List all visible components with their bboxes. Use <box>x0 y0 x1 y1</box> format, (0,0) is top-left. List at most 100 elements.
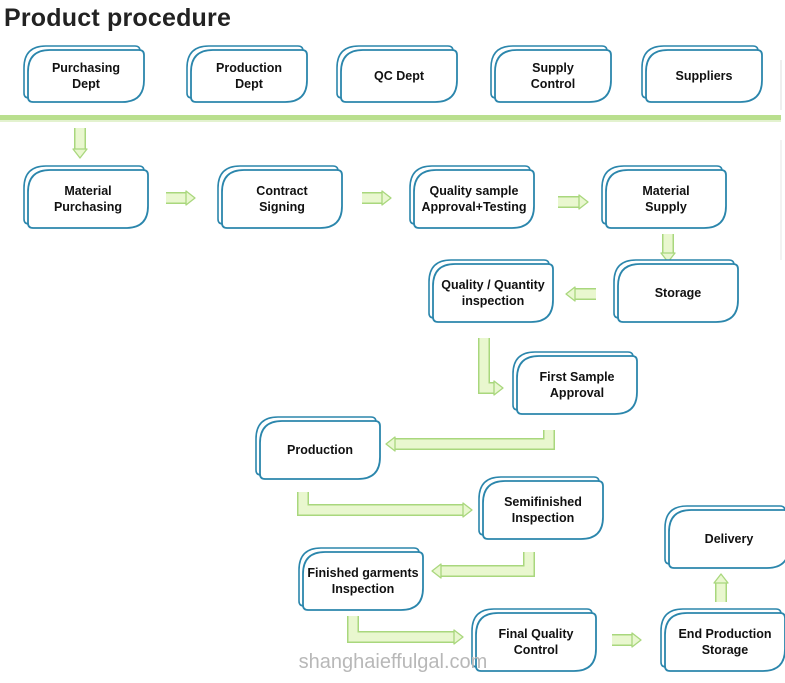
box-outline <box>27 49 145 103</box>
box-label-line: Inspection <box>512 511 575 525</box>
arrows-layer <box>72 128 729 648</box>
arrow-head <box>385 436 396 452</box>
box-label-line: Storage <box>702 643 749 657</box>
arrow-end-storage-to-delivery <box>713 573 729 602</box>
box-outline <box>482 480 604 540</box>
arrow-shaft-fill <box>441 552 534 576</box>
arrow-first-sample-to-production <box>385 430 555 452</box>
arrow-shaft-fill <box>298 492 463 515</box>
box-label-line: Storage <box>655 286 702 300</box>
step-box-s5: Storage <box>613 259 739 323</box>
box-label-line: Material <box>642 184 689 198</box>
box-label-line: Control <box>531 77 575 91</box>
box-outline <box>668 509 785 569</box>
box-outline <box>664 612 785 672</box>
arrow-head <box>713 573 729 584</box>
box-label-line: End Production <box>678 627 771 641</box>
box-outline <box>645 49 763 103</box>
box-outline <box>221 169 343 229</box>
arrow-finished-to-final-qc <box>347 616 464 645</box>
box-outline <box>27 169 149 229</box>
box-outline <box>432 263 554 323</box>
arrow-head <box>578 194 589 210</box>
arrow-head <box>453 629 464 645</box>
box-label-line: Contract <box>256 184 308 198</box>
department-divider <box>0 115 781 120</box>
arrow-head <box>185 190 196 206</box>
box-label-line: Dept <box>235 77 264 91</box>
step-box-s13: Delivery <box>664 505 785 569</box>
box-outline <box>340 49 458 103</box>
box-outline <box>475 612 597 672</box>
box-label-line: Finished garments <box>307 566 418 580</box>
box-label-line: Final Quality <box>498 627 573 641</box>
box-label-line: Delivery <box>705 532 754 546</box>
box-outline <box>413 169 535 229</box>
box-label-line: Purchasing <box>52 61 120 75</box>
box-label-line: Suppliers <box>676 69 733 83</box>
box-label-line: Purchasing <box>54 200 122 214</box>
arrow-contract-to-quality-sample <box>362 190 392 206</box>
arrow-head <box>381 190 392 206</box>
page-title: Product procedure <box>4 4 232 32</box>
box-label-line: Production <box>287 443 353 457</box>
box-label-line: Approval+Testing <box>422 200 527 214</box>
box-label-line: Supply <box>645 200 687 214</box>
arrow-shaft-fill <box>479 338 494 393</box>
arrow-head <box>462 502 473 518</box>
box-outline <box>190 49 308 103</box>
department-box-d3: QC Dept <box>336 45 458 103</box>
arrow-shaft-fill <box>395 430 554 449</box>
box-label-line: Dept <box>72 77 101 91</box>
box-label-line: First Sample <box>539 370 614 384</box>
box-label-line: Inspection <box>332 582 395 596</box>
arrow-storage-to-inspection <box>565 286 596 302</box>
box-label-line: Production <box>216 61 282 75</box>
arrow-inspection-to-first-sample <box>478 338 504 396</box>
department-divider-shade <box>0 120 781 122</box>
arrow-head <box>431 563 442 579</box>
box-label-line: Control <box>514 643 558 657</box>
step-box-s8: Production <box>255 416 381 480</box>
box-outline <box>605 169 727 229</box>
arrow-head <box>493 380 504 396</box>
box-outline <box>302 551 424 611</box>
arrow-head <box>631 632 642 648</box>
box-outline <box>259 420 381 480</box>
arrow-supply-to-storage <box>660 234 676 263</box>
box-label-line: Supply <box>532 61 574 75</box>
arrow-final-qc-to-end-storage <box>612 632 642 648</box>
box-label-line: QC Dept <box>374 69 425 83</box>
arrow-semifinished-to-finished <box>431 552 535 579</box>
department-box-d5: Suppliers <box>641 45 763 103</box>
arrow-quality-sample-to-supply <box>558 194 589 210</box>
box-outline <box>516 355 638 415</box>
watermark-text: shanghaieffulgal.com <box>299 651 488 673</box>
arrow-shaft-fill <box>348 616 454 642</box>
box-label-line: Material <box>64 184 111 198</box>
box-label-line: Semifinished <box>504 495 582 509</box>
box-label-line: inspection <box>462 294 525 308</box>
box-outline <box>494 49 612 103</box>
arrow-purchasing-to-contract <box>166 190 196 206</box>
arrow-production-to-semifinished <box>297 492 473 518</box>
box-label-line: Approval <box>550 386 604 400</box>
arrow-head <box>565 286 576 302</box>
arrow-head <box>660 252 676 263</box>
box-outline <box>617 263 739 323</box>
arrow-head <box>72 148 88 159</box>
